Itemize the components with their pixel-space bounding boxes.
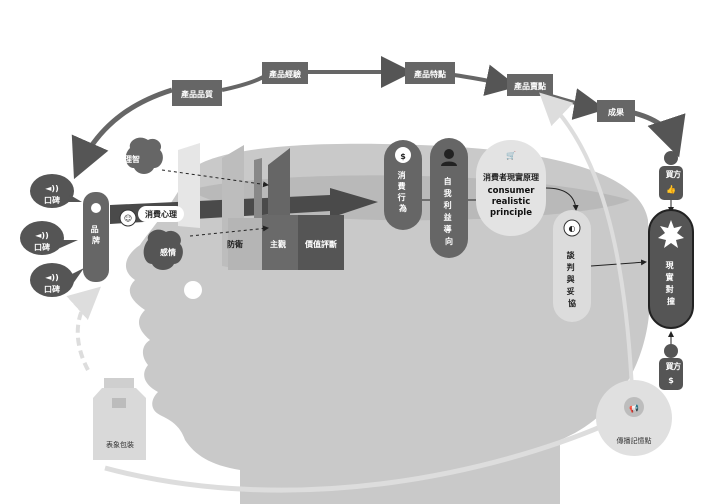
thumbs-up-icon: 👍 bbox=[666, 184, 676, 194]
consumer-psychology-tag: ☺ 消費心理 bbox=[119, 206, 184, 227]
buyer-top: 買 方 👍 bbox=[659, 151, 683, 200]
subjective-label: 主觀 bbox=[270, 239, 286, 249]
consumer-behavior-label: 消 費 行 為 bbox=[397, 170, 409, 213]
negotiation-pill: ◐ 談 判 與 妥 協 bbox=[553, 210, 591, 322]
selling-point-label: 產品賣點 bbox=[513, 81, 546, 91]
megaphone-icon: ◄)) bbox=[35, 231, 48, 240]
consumer-behavior-char-3: 行 bbox=[397, 192, 406, 202]
face-icon: ☺ bbox=[124, 214, 132, 223]
word-of-mouth-label-3: 口碑 bbox=[44, 284, 60, 294]
experience-box: 產品經驗 bbox=[262, 62, 308, 84]
reality-confrontation-char-3: 對 bbox=[666, 284, 674, 294]
chat-icon: ◐ bbox=[569, 224, 576, 233]
reality-confrontation-char-1: 現 bbox=[666, 261, 674, 270]
self-interest-char-2: 我 bbox=[444, 188, 452, 198]
reality-confrontation-pill: 現 實 對 撞 bbox=[648, 209, 694, 329]
principle-en-line-1: consumer bbox=[488, 186, 536, 196]
principle-title: 消費者現實原理 bbox=[483, 172, 539, 182]
principle-en-line-2: realistic bbox=[492, 197, 531, 207]
reality-confrontation-label: 現 實 對 撞 bbox=[666, 261, 677, 306]
buyer-bottom: 買 方 $ bbox=[659, 344, 683, 390]
consumer-psychology-label: 消費心理 bbox=[145, 209, 177, 219]
buyer-bottom-char-2: 方 bbox=[673, 361, 681, 371]
word-of-mouth-bubble-2: ◄)) 口碑 bbox=[20, 221, 78, 255]
value-panels bbox=[178, 143, 344, 270]
principle-en-line-3: principle bbox=[490, 208, 532, 218]
megaphone-icon: ◄)) bbox=[45, 273, 58, 282]
reason-brain: 理智 bbox=[124, 137, 163, 174]
buyer-top-char-1: 買 bbox=[666, 170, 674, 179]
brand-char-1: 品 bbox=[91, 225, 99, 234]
quality-box: 產品品質 bbox=[172, 80, 222, 106]
negotiation-char-4: 妥 bbox=[567, 286, 575, 296]
self-interest-label: 自 我 利 益 導 向 bbox=[443, 176, 455, 246]
defense-label: 防衛 bbox=[227, 239, 243, 249]
reality-confrontation-char-4: 撞 bbox=[667, 296, 675, 306]
negotiation-char-1: 談 bbox=[567, 250, 576, 260]
packaging-label: 表象包裝 bbox=[106, 440, 134, 449]
packaging-to-broadcast-arrow bbox=[104, 422, 606, 493]
emotion-dashed-arrow bbox=[189, 225, 269, 237]
brand-label: 品 牌 bbox=[91, 225, 102, 245]
negotiation-char-3: 與 bbox=[567, 274, 575, 284]
negotiation-char-5: 協 bbox=[568, 298, 576, 308]
feature-label: 產品特點 bbox=[413, 69, 446, 79]
broadcast-circle: 📢 傳播記憶點 bbox=[596, 380, 672, 456]
self-interest-pill: 自 我 利 益 導 向 bbox=[430, 138, 468, 258]
principle-arrow bbox=[545, 187, 579, 211]
self-interest-char-3: 利 bbox=[443, 200, 452, 210]
megaphone-icon: ◄)) bbox=[45, 184, 58, 193]
result-box: 成果 bbox=[597, 100, 635, 122]
reason-label: 理智 bbox=[124, 154, 140, 164]
consumer-behavior-char-4: 為 bbox=[398, 203, 407, 213]
consumer-behavior-pill: $ 消 費 行 為 bbox=[384, 140, 422, 230]
self-interest-char-1: 自 bbox=[444, 176, 452, 186]
hand-coin-icon: $ bbox=[400, 152, 406, 161]
quality-label: 產品品質 bbox=[180, 89, 213, 99]
megaphone-icon: 📢 bbox=[629, 403, 639, 413]
result-label: 成果 bbox=[608, 107, 624, 117]
consumer-behavior-char-1: 消 bbox=[398, 170, 406, 180]
buyer-top-char-2: 方 bbox=[673, 169, 681, 179]
self-interest-char-6: 向 bbox=[445, 236, 453, 246]
broadcast-to-selling-point-arrow bbox=[539, 92, 634, 391]
packaging-bag: 表象包裝 bbox=[93, 378, 146, 460]
broadcast-label: 傳播記憶點 bbox=[617, 436, 652, 445]
word-of-mouth-bubble-1: ◄)) 口碑 bbox=[30, 174, 82, 208]
brand-tag: 品 牌 bbox=[83, 192, 109, 282]
word-of-mouth-label-2: 口碑 bbox=[34, 242, 50, 252]
consumer-behavior-char-2: 費 bbox=[398, 181, 406, 191]
self-interest-char-4: 益 bbox=[444, 212, 452, 222]
buyer-top-label: 買 方 bbox=[666, 169, 681, 179]
principle-pill: 🛒 消費者現實原理 consumer realistic principle bbox=[476, 140, 546, 236]
reality-confrontation-char-2: 實 bbox=[666, 272, 674, 282]
money-icon: $ bbox=[668, 376, 674, 385]
word-of-mouth-label-1: 口碑 bbox=[44, 195, 60, 205]
emotion-label: 感情 bbox=[160, 247, 176, 257]
selling-point-box: 產品賣點 bbox=[507, 74, 553, 96]
feature-box: 產品特點 bbox=[405, 62, 455, 84]
journey-arc bbox=[71, 56, 686, 180]
word-of-mouth-bubble-3: ◄)) 口碑 bbox=[30, 263, 84, 297]
value-judgment-label: 價值評斷 bbox=[304, 239, 337, 249]
brand-char-2: 牌 bbox=[92, 235, 100, 245]
emotion-brain: 感情 bbox=[143, 229, 183, 270]
self-interest-char-5: 導 bbox=[444, 224, 452, 234]
packaging-to-brand-arrow bbox=[66, 286, 101, 371]
negotiation-char-2: 判 bbox=[567, 262, 575, 272]
cart-icon: 🛒 bbox=[506, 150, 516, 160]
buyer-bottom-label: 買 方 bbox=[666, 361, 681, 371]
negotiation-label: 談 判 與 妥 協 bbox=[567, 250, 578, 308]
buyer-bottom-char-1: 買 bbox=[666, 362, 674, 371]
experience-label: 產品經驗 bbox=[268, 69, 301, 79]
